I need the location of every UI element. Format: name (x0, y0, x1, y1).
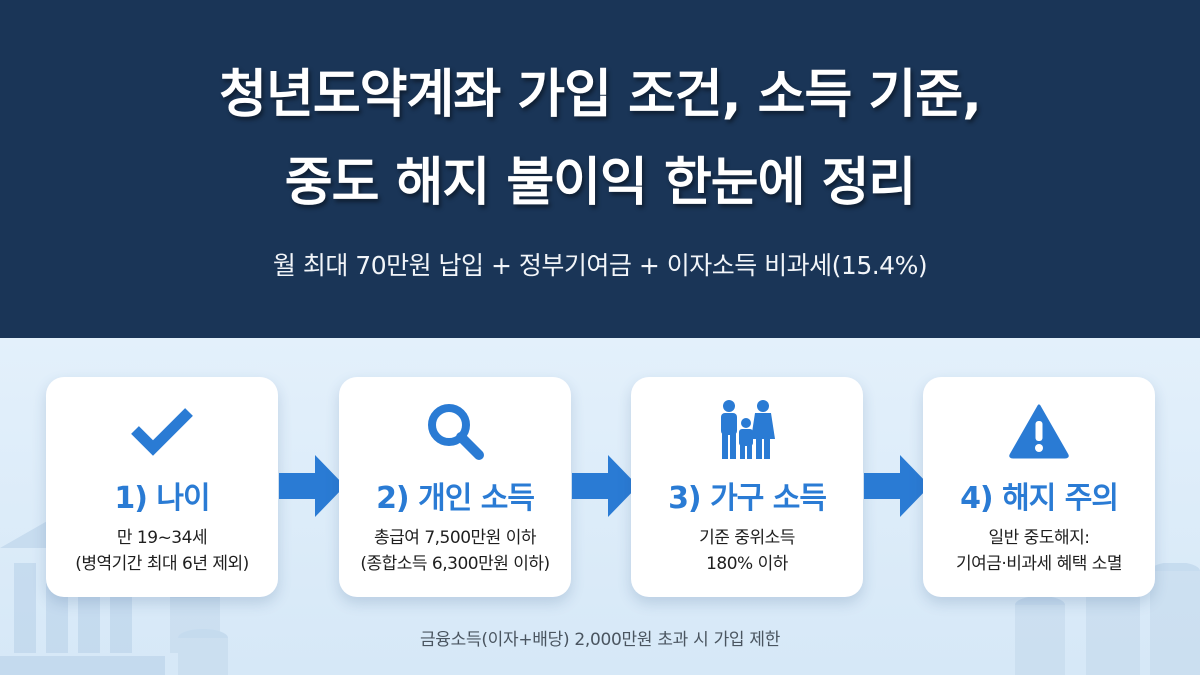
step-title: 3) 가구 소득 (668, 481, 827, 516)
header-banner: 청년도약계좌 가입 조건, 소득 기준, 중도 해지 불이익 한눈에 정리 월 … (0, 0, 1200, 338)
step-detail-line2: (병역기간 최대 6년 제외) (75, 554, 249, 574)
step-title: 4) 해지 주의 (960, 481, 1119, 516)
family-icon (631, 399, 863, 463)
checkmark-icon (46, 399, 278, 463)
step-detail-line1: 총급여 7,500만원 이하 (374, 528, 536, 548)
step-card-cancellation-warning: 4) 해지 주의 일반 중도해지: 기여금·비과세 혜택 소멸 (923, 377, 1155, 597)
footer-note: 금융소득(이자+배당) 2,000만원 초과 시 가입 제한 (419, 630, 781, 650)
subtitle: 월 최대 70만원 납입 + 정부기여금 + 이자소득 비과세(15.4%) (272, 251, 928, 280)
step-detail-line2: (종합소득 6,300만원 이하) (360, 554, 550, 574)
step-detail-line2: 기여금·비과세 혜택 소멸 (955, 554, 1123, 574)
magnifier-icon (339, 399, 571, 463)
arrow-right-icon (572, 455, 638, 517)
coin-stacks-icon (1015, 563, 1200, 675)
arrow-right-icon (864, 455, 930, 517)
warning-icon (923, 399, 1155, 463)
step-detail-line1: 기준 중위소득 (699, 528, 795, 548)
step-title: 2) 개인 소득 (376, 481, 535, 516)
arrow-right-icon (279, 455, 345, 517)
step-detail-line1: 일반 중도해지: (988, 528, 1090, 548)
page-title-line1: 청년도약계좌 가입 조건, 소득 기준, (219, 65, 982, 125)
step-title: 1) 나이 (114, 481, 210, 516)
step-detail-line2: 180% 이하 (706, 554, 788, 574)
step-card-personal-income: 2) 개인 소득 총급여 7,500만원 이하 (종합소득 6,300만원 이하… (339, 377, 571, 597)
step-card-age: 1) 나이 만 19~34세 (병역기간 최대 6년 제외) (46, 377, 278, 597)
step-card-household-income: 3) 가구 소득 기준 중위소득 180% 이하 (631, 377, 863, 597)
step-detail-line1: 만 19~34세 (116, 528, 208, 548)
page-title-line2: 중도 해지 불이익 한눈에 정리 (284, 153, 917, 213)
